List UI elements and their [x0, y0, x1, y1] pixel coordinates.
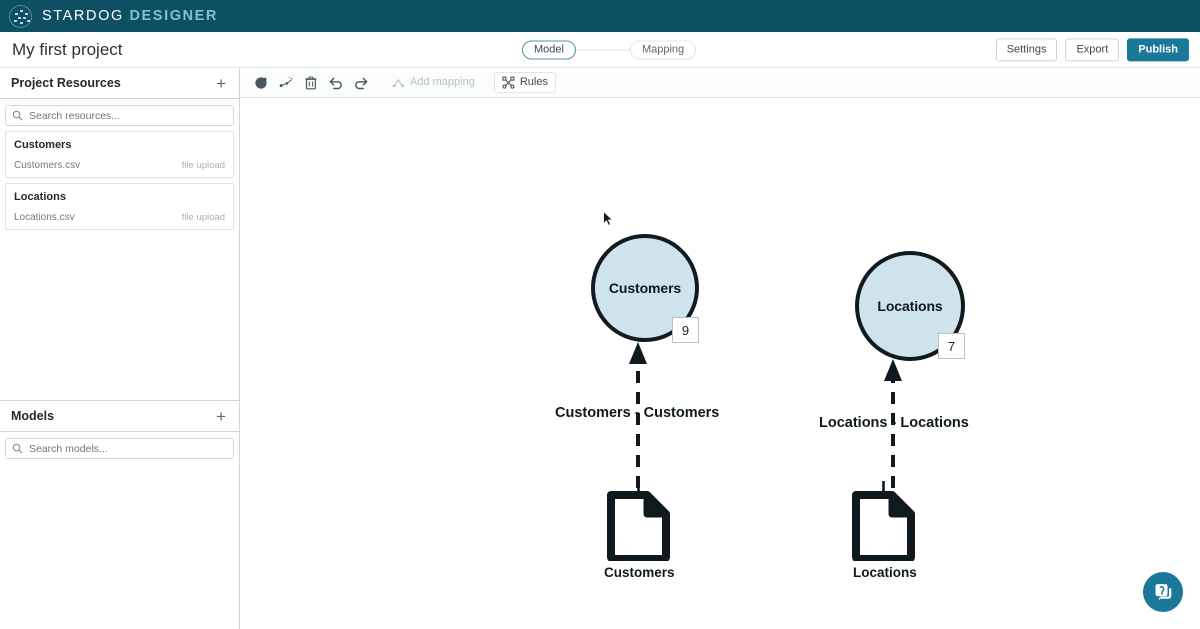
undo-icon[interactable] — [328, 76, 343, 90]
mapping-icon — [392, 78, 404, 87]
file-node-label-locations[interactable]: Locations — [853, 565, 917, 580]
search-resources-input[interactable] — [29, 109, 227, 122]
publish-button[interactable]: Publish — [1127, 37, 1189, 62]
node-label: Locations — [877, 298, 943, 314]
node-count-badge-customers[interactable]: 9 — [672, 317, 699, 343]
node-count-badge-locations[interactable]: 7 — [938, 333, 965, 359]
project-resources-list: Customers Customers.csv file upload Loca… — [0, 131, 239, 235]
edge-label-locations[interactable]: Locations - Locations — [819, 415, 969, 431]
resource-card-locations[interactable]: Locations Locations.csv file upload — [5, 183, 234, 230]
rules-button[interactable]: Rules — [493, 72, 556, 93]
project-resources-header: Project Resources + — [0, 68, 239, 99]
project-resources-title: Project Resources — [11, 76, 121, 90]
file-node-label-customers[interactable]: Customers — [604, 565, 675, 580]
app-brand-bar: STARDOG DESIGNER — [0, 0, 1200, 32]
node-label: Customers — [608, 280, 682, 296]
add-resource-plus-icon[interactable]: + — [216, 73, 226, 93]
file-document-icon[interactable] — [852, 481, 915, 561]
search-models-input[interactable] — [29, 442, 227, 455]
mouse-cursor — [603, 211, 614, 226]
add-model-plus-icon[interactable]: + — [216, 406, 226, 426]
rules-icon — [502, 76, 515, 89]
add-mapping-button[interactable]: Add mapping — [384, 73, 483, 93]
rules-label: Rules — [519, 76, 548, 88]
step-model[interactable]: Model — [522, 40, 576, 59]
resource-filename: Customers.csv — [14, 160, 81, 171]
brand-name-bold: DESIGNER — [129, 8, 219, 24]
models-header: Models + — [0, 401, 239, 432]
search-icon — [12, 443, 23, 454]
help-chat-button[interactable] — [1143, 572, 1183, 612]
resource-card-customers[interactable]: Customers Customers.csv file upload — [5, 131, 234, 178]
brand-name-light: STARDOG — [42, 8, 124, 24]
page-title: My first project — [12, 39, 123, 59]
resources-search-wrap — [0, 99, 239, 131]
edge-label-customers[interactable]: Customers - Customers — [555, 405, 720, 421]
export-button[interactable]: Export — [1065, 37, 1120, 62]
canvas-toolbar: Add mapping Rules — [240, 68, 1200, 98]
edge-arrow-locations — [884, 359, 902, 381]
model-node-locations[interactable]: Locations — [855, 251, 965, 361]
resource-source: file upload — [181, 212, 225, 223]
resource-filename: Locations.csv — [14, 212, 75, 223]
trash-icon[interactable] — [305, 75, 317, 90]
search-models-box[interactable] — [5, 438, 234, 459]
graph-area[interactable]: Customers 9 Locations 7 Customers - Cust… — [240, 98, 1200, 629]
search-resources-box[interactable] — [5, 105, 234, 126]
auto-arrange-icon[interactable] — [279, 76, 294, 90]
graph-canvas[interactable]: Add mapping Rules — [240, 68, 1200, 629]
project-header: My first project Model Mapping Settings … — [0, 32, 1200, 68]
edge-arrow-customers — [629, 342, 647, 364]
header-actions: Settings Export Publish — [995, 37, 1189, 62]
stardog-logo-icon — [9, 4, 32, 28]
search-icon — [12, 110, 23, 121]
models-search-wrap — [0, 432, 239, 464]
layout-icon[interactable] — [254, 76, 268, 90]
file-document-icon[interactable] — [607, 481, 670, 561]
left-sidebar: Project Resources + Customers Customers.… — [0, 68, 240, 629]
workflow-stepper: Model Mapping — [522, 40, 697, 59]
stepper-connector — [575, 49, 630, 50]
step-mapping[interactable]: Mapping — [629, 40, 697, 59]
brand-wordmark: STARDOG DESIGNER — [42, 8, 218, 24]
models-title: Models — [11, 409, 55, 423]
settings-button[interactable]: Settings — [995, 37, 1058, 62]
resource-name: Customers — [14, 139, 72, 151]
models-empty-space — [0, 464, 239, 629]
resources-empty-space — [0, 235, 239, 401]
graph-edges — [629, 342, 902, 488]
redo-icon[interactable] — [354, 76, 369, 90]
resource-source: file upload — [181, 160, 225, 171]
resource-name: Locations — [14, 191, 66, 203]
help-chat-icon — [1154, 583, 1171, 601]
add-mapping-label: Add mapping — [410, 76, 475, 88]
